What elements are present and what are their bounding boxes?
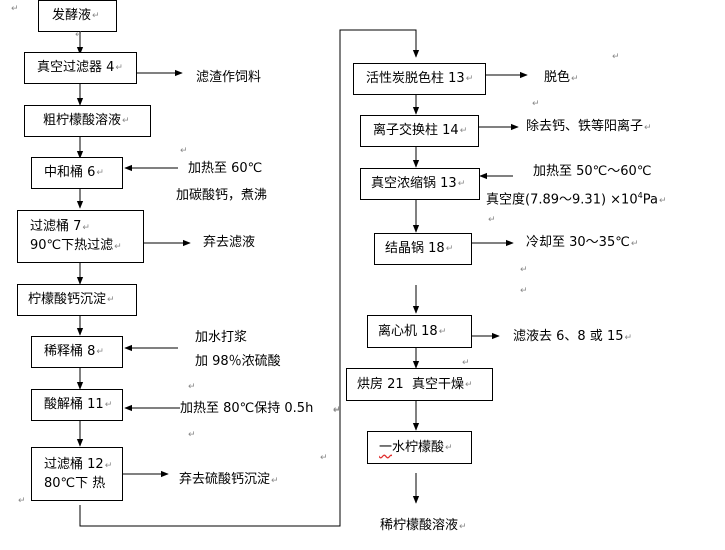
- final-product-dilute-citric-solution: 稀柠檬酸溶液↵: [380, 518, 467, 533]
- paragraph-mark: ↵: [520, 265, 528, 275]
- box-label: 结晶锅 18: [385, 241, 445, 256]
- process-box-crystallizer: 结晶锅 18↵: [374, 233, 472, 265]
- annotation-add-sulfuric-acid: 加 98％浓硫酸: [195, 354, 281, 369]
- process-box-citric-acid-monohydrate: 一水柠檬酸↵: [367, 431, 472, 464]
- paragraph-mark: ↵: [532, 99, 540, 109]
- process-box-vacuum-concentrator: 真空浓缩锅 13↵: [360, 168, 480, 200]
- paragraph-mark: ↵: [188, 382, 196, 392]
- process-box-dilution-tank: 稀释桶 8↵: [31, 336, 123, 368]
- annotation-add-water: 加水打浆: [195, 330, 248, 345]
- box-label: 真空过滤器 4: [37, 60, 115, 75]
- process-box-filter-tank-12: 过滤桶 12↵ 80℃下 热: [31, 447, 123, 501]
- box-label: 离子交换柱 14: [373, 123, 459, 138]
- box-label-prefix: 一: [379, 439, 393, 455]
- box-label-line1: 过滤桶 12: [44, 456, 104, 472]
- box-label: 柠檬酸钙沉淀: [28, 292, 107, 307]
- annotation-add-calcium-carbonate: 加碳酸钙，煮沸: [176, 188, 268, 203]
- process-box-filter-tank-7: 过滤桶 7↵ 90℃下热过滤↵: [17, 210, 144, 263]
- annotation-discard-calcium-sulfate: 弃去硫酸钙沉淀↵: [179, 472, 279, 487]
- annotation-heat-80-hold: 加热至 80℃保持 0.5h: [180, 401, 314, 416]
- process-box-ion-exchange-column: 离子交换柱 14↵: [360, 115, 479, 147]
- paragraph-mark: ↵: [180, 146, 188, 156]
- loop-connector: [79, 29, 420, 527]
- annotation-cool-30-35: 冷却至 30～35℃↵: [526, 235, 639, 250]
- box-label: 中和桶 6: [44, 165, 96, 180]
- box-label: 烘房 21 真空干燥: [357, 376, 464, 392]
- process-box-fermentation-broth: 发酵液↵: [38, 0, 117, 32]
- paragraph-mark: ↵: [333, 406, 341, 416]
- process-box-activated-carbon-column: 活性炭脱色柱 13↵: [353, 63, 486, 95]
- paragraph-mark: ↵: [11, 4, 19, 14]
- process-box-neutralization-tank: 中和桶 6↵: [31, 157, 123, 189]
- paragraph-mark: ↵: [333, 405, 341, 415]
- paragraph-mark: ↵: [75, 30, 83, 40]
- box-label: 水柠檬酸: [392, 439, 445, 455]
- paragraph-mark: ↵: [488, 215, 496, 225]
- annotation-vacuum-degree: 真空度(7.89～9.31) ×104Pa↵: [486, 191, 667, 208]
- paragraph-mark: ↵: [462, 358, 470, 368]
- paragraph-mark: ↵: [188, 430, 196, 440]
- process-box-acidolysis-tank: 酸解桶 11↵: [31, 389, 123, 421]
- process-box-calcium-citrate-precipitate: 柠檬酸钙沉淀↵: [17, 284, 137, 316]
- process-box-vacuum-filter: 真空过滤器 4↵: [24, 52, 137, 84]
- paragraph-mark: ↵: [520, 286, 528, 296]
- box-label-line1: 过滤桶 7: [30, 218, 82, 234]
- paragraph-mark: ↵: [18, 496, 26, 506]
- process-box-crude-citric-solution: 粗柠檬酸溶液↵: [24, 105, 151, 137]
- annotation-remove-cations: 除去钙、铁等阳离子↵: [526, 119, 652, 134]
- annotation-decolorize: 脱色↵: [544, 70, 579, 85]
- box-label: 离心机 18: [378, 323, 438, 339]
- process-box-centrifuge: 离心机 18↵: [367, 315, 472, 348]
- annotation-filtrate-recycle: 滤液去 6、8 或 15↵: [513, 329, 633, 344]
- paragraph-mark: ↵: [320, 453, 328, 463]
- box-label: 酸解桶 11: [44, 397, 104, 412]
- box-label-line2: 90℃下热过滤: [30, 237, 114, 253]
- box-label: 稀释桶 8: [44, 344, 96, 359]
- annotation-heat-50-60: 加热至 50℃～60℃: [533, 164, 652, 179]
- box-label-line2: 80℃下 热: [44, 475, 106, 491]
- box-label: 真空浓缩锅 13: [371, 176, 457, 191]
- box-label: 活性炭脱色柱 13: [366, 71, 465, 86]
- paragraph-mark: ↵: [612, 52, 620, 62]
- box-label: 发酵液: [52, 8, 92, 23]
- annotation-discard-filtrate: 弃去滤液: [203, 235, 256, 250]
- process-box-drying-room: 烘房 21 真空干燥↵: [346, 368, 493, 401]
- box-label: 粗柠檬酸溶液: [43, 113, 122, 128]
- annotation-filter-residue: 滤渣作饲料: [196, 70, 262, 85]
- annotation-heat-60: 加热至 60℃: [188, 161, 263, 176]
